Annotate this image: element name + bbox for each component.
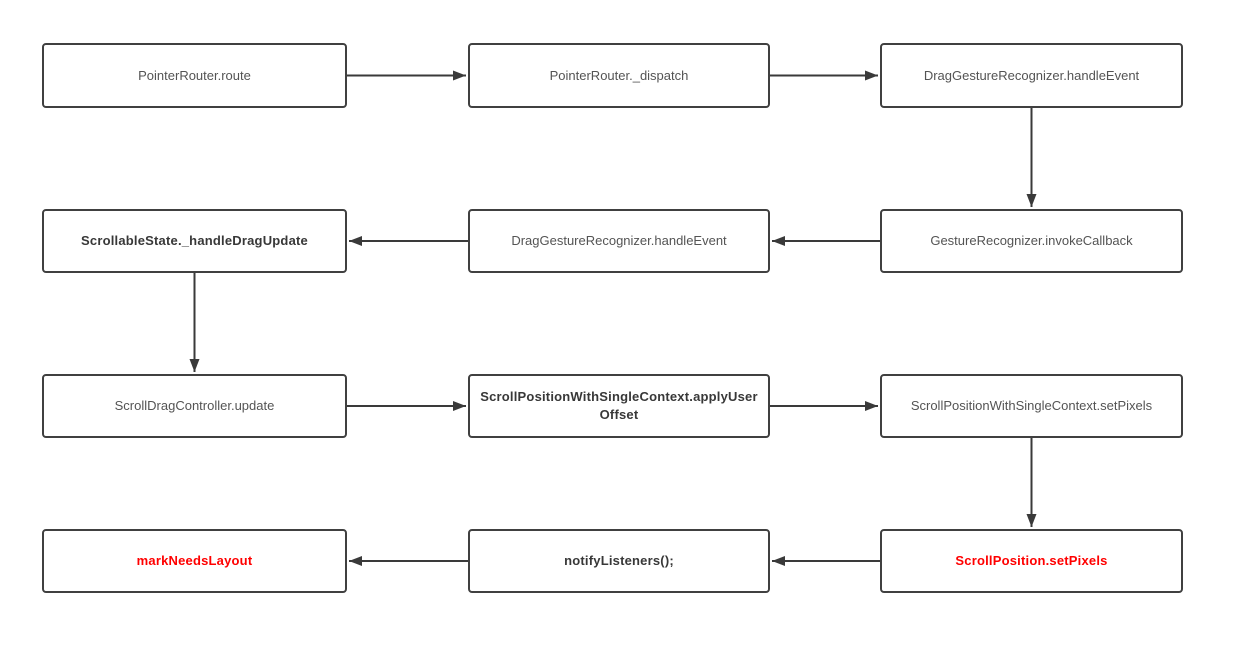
flow-node-label: ScrollPositionWithSingleContext.applyUse…: [480, 389, 758, 422]
flow-node-pointer-router-route: PointerRouter.route: [42, 43, 347, 108]
flow-node-drag-gesture-recognizer-handle-event-2: DragGestureRecognizer.handleEvent: [468, 209, 770, 273]
flow-node-scrollable-state-handle-drag-update: ScrollableState._handleDragUpdate: [42, 209, 347, 273]
flow-node-label: PointerRouter._dispatch: [549, 67, 689, 83]
flow-node-drag-gesture-recognizer-handle-event: DragGestureRecognizer.handleEvent: [880, 43, 1183, 108]
flow-node-label: DragGestureRecognizer.handleEvent: [923, 67, 1140, 83]
flow-node-label: notifyListeners();: [564, 553, 674, 569]
flow-node-label: GestureRecognizer.invokeCallback: [930, 233, 1133, 249]
flow-node-gesture-recognizer-invoke-callback: GestureRecognizer.invokeCallback: [880, 209, 1183, 273]
flow-node-label: ScrollableState._handleDragUpdate: [81, 233, 308, 249]
flow-node-label: ScrollDragController.update: [114, 398, 275, 414]
flow-node-mark-needs-layout: markNeedsLayout: [42, 529, 347, 593]
flow-node-pointer-router-dispatch: PointerRouter._dispatch: [468, 43, 770, 108]
flow-node-label: DragGestureRecognizer.handleEvent: [511, 233, 727, 249]
flow-node-label: markNeedsLayout: [136, 553, 253, 569]
flow-node-scroll-drag-controller-update: ScrollDragController.update: [42, 374, 347, 438]
flow-node-label: ScrollPosition.setPixels: [955, 553, 1108, 569]
flow-node-context-set-pixels: ScrollPositionWithSingleContext.setPixel…: [880, 374, 1183, 438]
flow-node-apply-user-offset: ScrollPositionWithSingleContext.applyUse…: [468, 374, 770, 438]
flow-node-label: PointerRouter.route: [138, 67, 251, 83]
flow-node-notify-listeners: notifyListeners();: [468, 529, 770, 593]
flow-node-scroll-position-set-pixels: ScrollPosition.setPixels: [880, 529, 1183, 593]
flow-node-label: ScrollPositionWithSingleContext.setPixel…: [910, 398, 1153, 414]
